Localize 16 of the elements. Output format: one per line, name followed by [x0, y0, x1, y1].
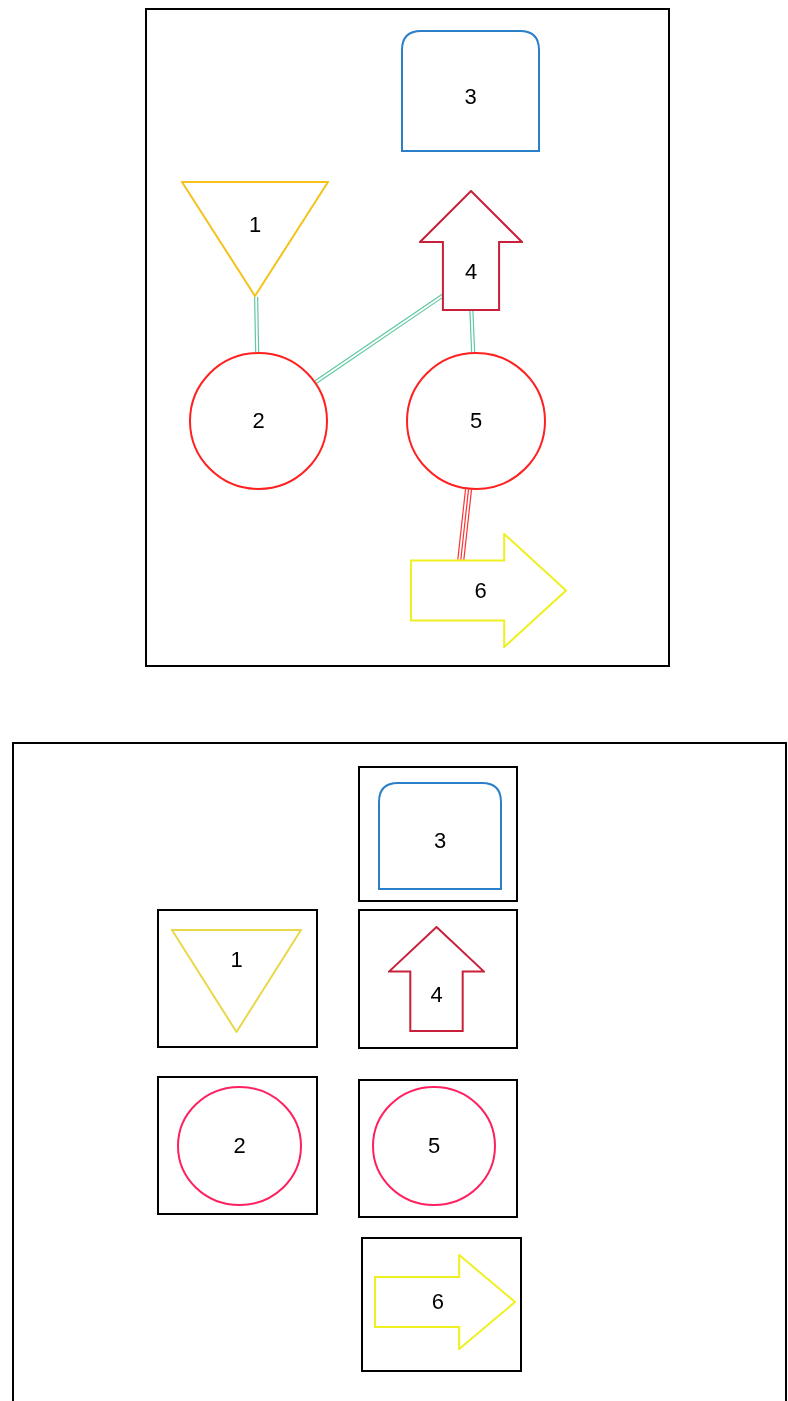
shape-label: 3	[433, 830, 447, 853]
shape-label: 6	[431, 1291, 444, 1313]
shape-label: 1	[248, 214, 262, 237]
shape-label: 4	[464, 261, 478, 284]
connector-line	[469, 310, 476, 353]
shape-label: 5	[427, 1135, 441, 1157]
shape-label: 2	[233, 1135, 246, 1157]
connector-line	[457, 488, 473, 561]
shape-label: 2	[252, 410, 265, 432]
shape-label: 4	[430, 983, 443, 1006]
shape-label: 3	[464, 86, 477, 109]
shape-label: 5	[469, 410, 483, 432]
shape-label: 6	[474, 579, 487, 602]
connector-line	[254, 296, 260, 353]
shape-label: 1	[230, 949, 243, 972]
connector-line	[314, 293, 445, 384]
